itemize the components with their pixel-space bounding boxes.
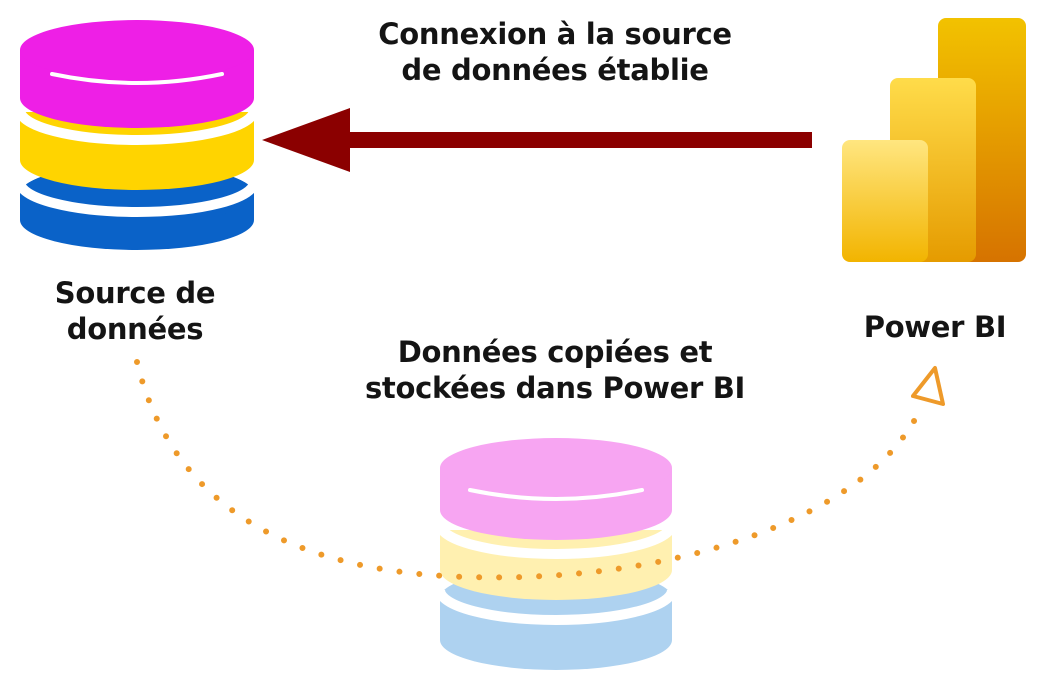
power-bi-label: Power BI bbox=[840, 309, 1030, 345]
source-label-line1: Source de bbox=[54, 276, 216, 310]
power-bi-label-text: Power BI bbox=[863, 310, 1007, 344]
database-lid bbox=[440, 438, 672, 498]
database-lid bbox=[20, 20, 254, 80]
connection-label: Connexion à la source de données établie bbox=[340, 16, 770, 88]
source-label-line2: données bbox=[66, 312, 204, 346]
imported-data-label-line1: Données copiées et bbox=[397, 335, 713, 369]
source-label: Source de données bbox=[20, 275, 250, 347]
connection-label-line1: Connexion à la source bbox=[378, 17, 732, 51]
connection-label-line2: de données établie bbox=[401, 53, 709, 87]
imported-data-label: Données copiées et stockées dans Power B… bbox=[345, 334, 765, 406]
source-database-icon bbox=[15, 20, 259, 250]
import-path-arrow bbox=[134, 359, 945, 581]
power-bi-logo-icon bbox=[842, 18, 1026, 262]
imported-data-label-line2: stockées dans Power BI bbox=[364, 371, 746, 405]
imported-database-icon bbox=[435, 438, 677, 670]
connection-arrow bbox=[262, 108, 812, 172]
